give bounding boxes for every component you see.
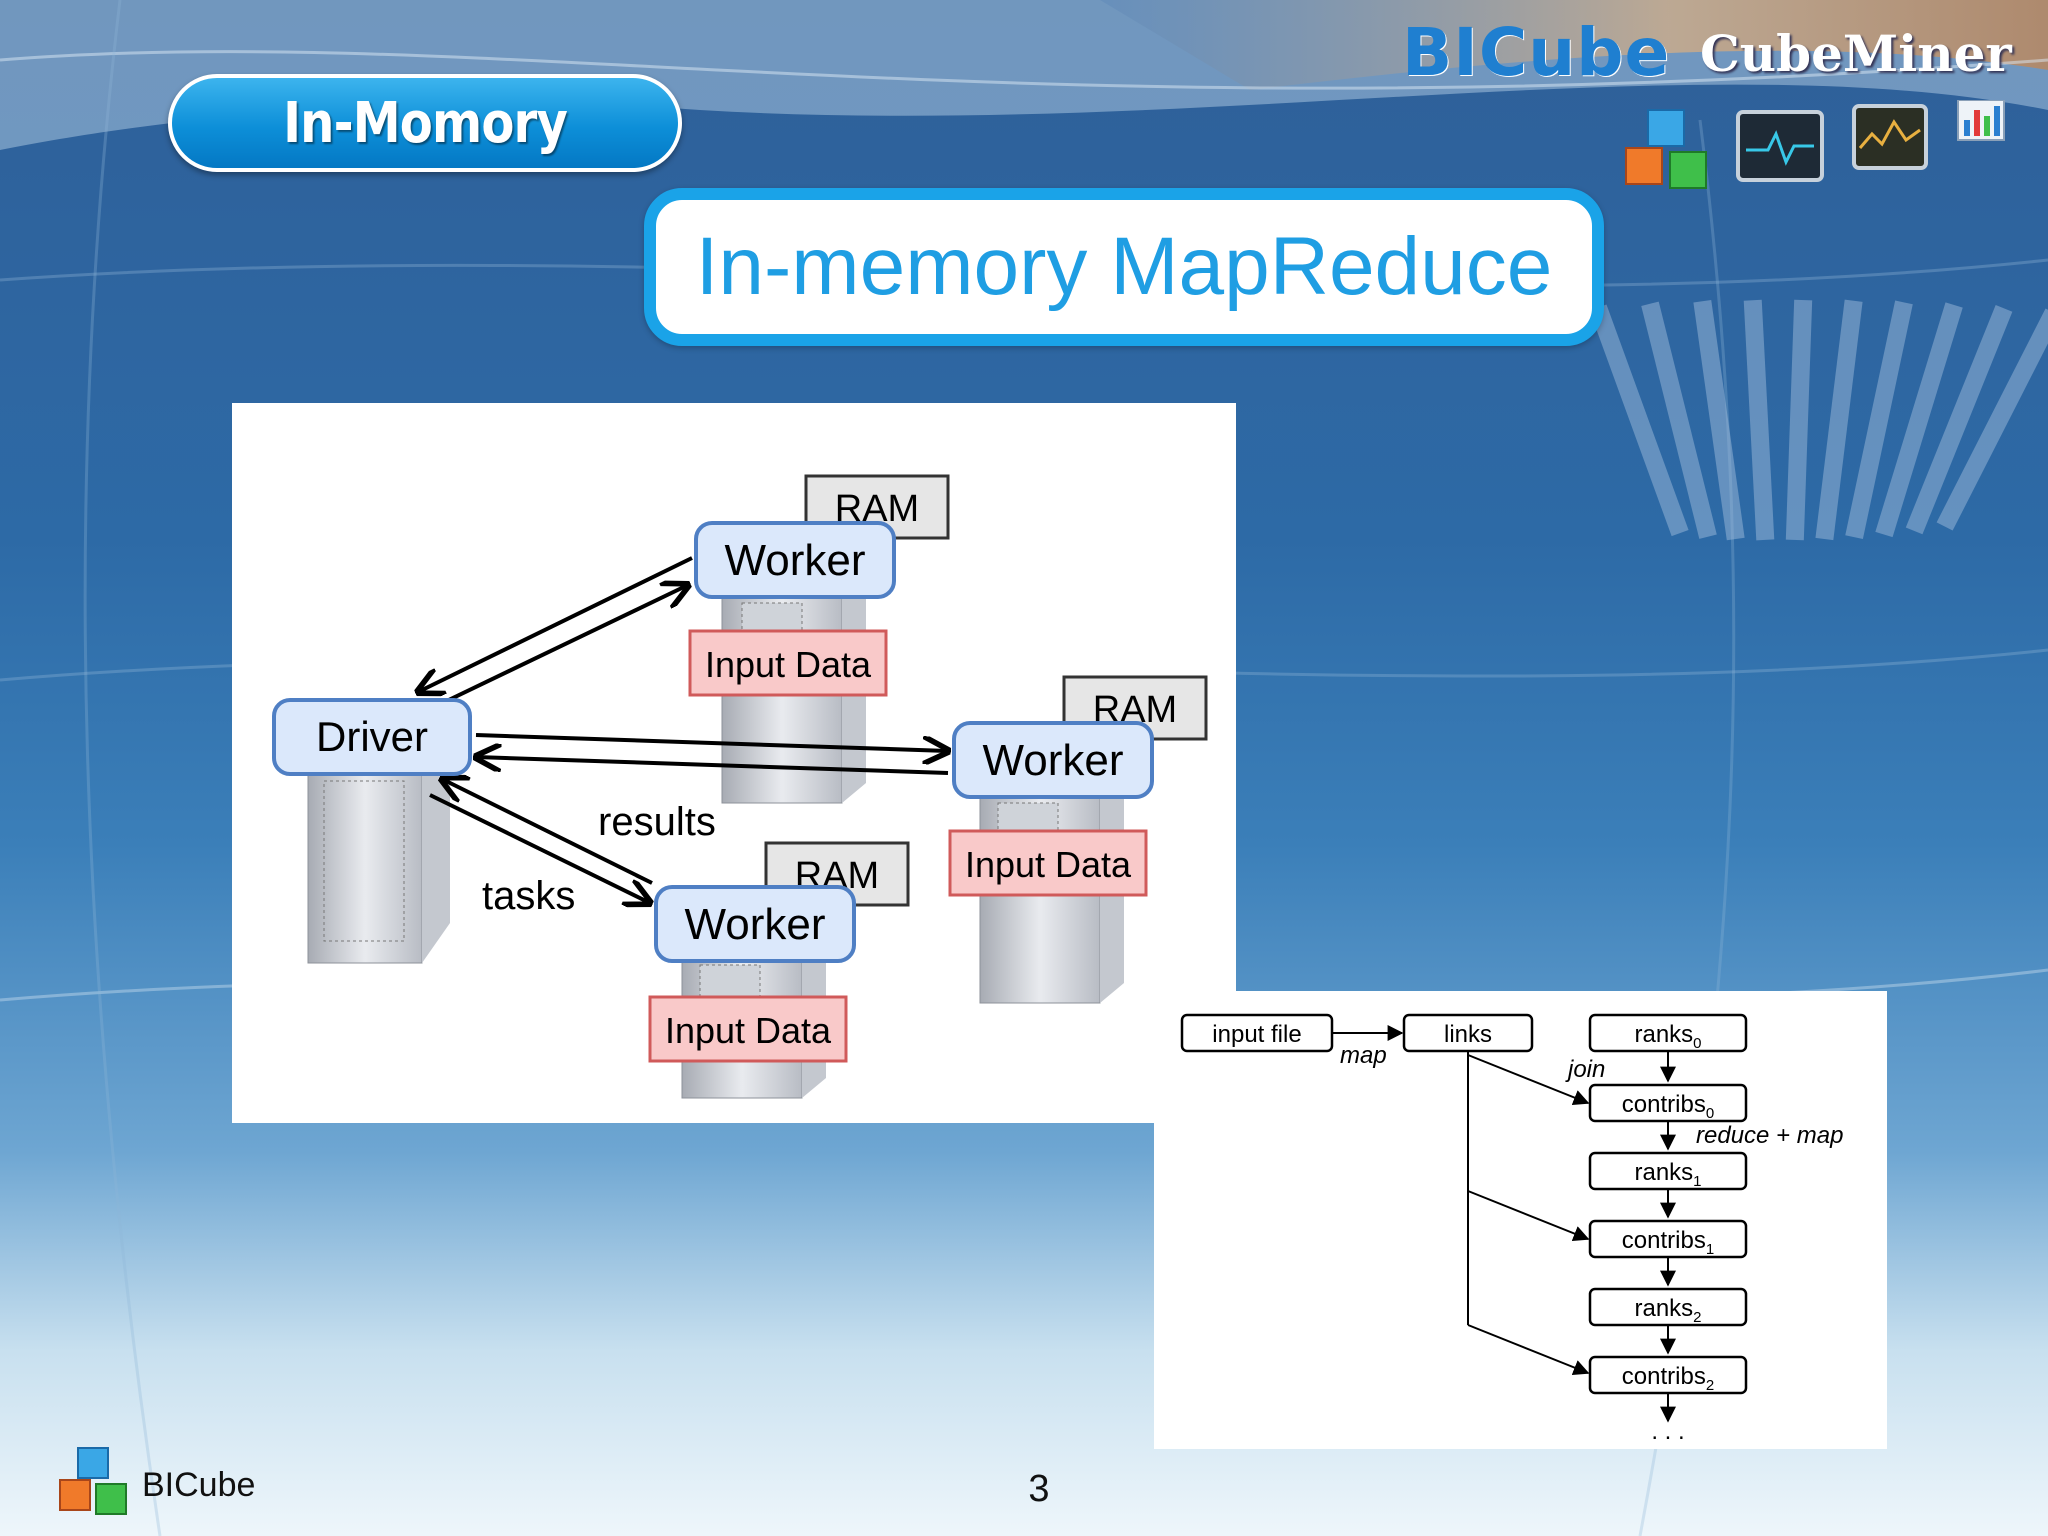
arrow-links-to-contribs1 [1467, 1190, 1590, 1242]
worker-label-3: Worker [685, 900, 826, 949]
ellipsis-label: . . . [1651, 1418, 1684, 1445]
contribs2-sub: 2 [1706, 1377, 1714, 1394]
input-file-node: input file [1180, 1013, 1334, 1053]
contribs1-sub: 1 [1706, 1241, 1714, 1258]
ranks0-sub: 0 [1693, 1035, 1701, 1052]
input-file-label: input file [1212, 1021, 1301, 1048]
slide-title: In-memory MapReduce [695, 221, 1553, 312]
arrow-driver-to-worker3 [429, 793, 650, 903]
svg-text:contribs2: contribs2 [1622, 1363, 1714, 1394]
header-icons [1625, 100, 2005, 189]
arrow-worker1-to-driver [418, 556, 693, 692]
ranks1-sub: 1 [1693, 1173, 1701, 1190]
worker-node-1: Worker [694, 521, 896, 599]
cube-logo-icon [1625, 109, 1707, 189]
arrow-links-to-contribs2 [1467, 1324, 1590, 1376]
brand-secondary-text: CubeMiner [1700, 24, 2012, 83]
page-number: 3 [1028, 1468, 1050, 1510]
arrow-worker3-to-driver [442, 779, 653, 885]
worker-label-1: Worker [725, 536, 866, 585]
section-pill-label: In-Momory [283, 90, 568, 156]
section-pill: In-Momory [168, 74, 682, 172]
worker-label-2: Worker [983, 736, 1124, 785]
input-data-label-2: Input Data [965, 844, 1132, 885]
svg-text:ranks2: ranks2 [1634, 1295, 1701, 1326]
worker-node-3: Worker [654, 885, 856, 963]
slide-title-box: In-memory MapReduce [644, 188, 1604, 346]
ranks1-label: ranks [1634, 1159, 1693, 1186]
footer-brand: BICube [142, 1466, 256, 1504]
input-data-label-1: Input Data [705, 644, 872, 685]
contribs0-sub: 0 [1706, 1105, 1714, 1122]
cluster-diagram-panel: Driver RAM Worker Input Data RAM Worker … [232, 403, 1236, 1123]
links-label: links [1444, 1021, 1492, 1048]
pagerank-flow-diagram: input file map links join reduce + map r… [1180, 1013, 1843, 1445]
arrow-links-to-contribs0 [1467, 1054, 1590, 1106]
ranks2-label: ranks [1634, 1295, 1693, 1322]
input-data-box-1: Input Data [688, 629, 888, 697]
arrow-driver-to-worker2 [475, 733, 948, 751]
brand-logo-text: BICube [1402, 14, 1671, 91]
ranks2-node: ranks2 [1588, 1287, 1748, 1327]
contribs0-label: contribs [1622, 1091, 1706, 1118]
ranks2-sub: 2 [1693, 1309, 1701, 1326]
worker-node-2: Worker [952, 721, 1154, 799]
join-label: join [1565, 1056, 1605, 1083]
cluster-diagram: Driver RAM Worker Input Data RAM Worker … [272, 474, 1208, 1099]
svg-text:ranks1: ranks1 [1634, 1159, 1701, 1190]
input-data-box-3: Input Data [648, 995, 848, 1063]
contribs0-node: contribs0 [1588, 1083, 1748, 1123]
svg-text:ranks0: ranks0 [1634, 1021, 1701, 1052]
input-data-box-2: Input Data [948, 829, 1148, 897]
monitor-pulse-icon [1736, 110, 1824, 182]
svg-text:contribs0: contribs0 [1622, 1091, 1714, 1122]
reduce-map-label: reduce + map [1696, 1122, 1843, 1149]
ranks0-label: ranks [1634, 1021, 1693, 1048]
bar-chart-icon [1957, 100, 2005, 141]
contribs2-label: contribs [1622, 1363, 1706, 1390]
contribs2-node: contribs2 [1588, 1355, 1748, 1395]
footer-cube-icon [59, 1447, 127, 1515]
pagerank-flow-panel: input file map links join reduce + map r… [1154, 991, 1887, 1449]
svg-text:contribs1: contribs1 [1622, 1227, 1714, 1258]
monitor-chart-icon [1852, 104, 1928, 170]
driver-label: Driver [316, 713, 428, 760]
ranks1-node: ranks1 [1588, 1151, 1748, 1191]
input-data-label-3: Input Data [665, 1010, 832, 1051]
driver-node: Driver [272, 698, 472, 776]
tasks-label: tasks [482, 874, 575, 918]
ranks0-node: ranks0 [1588, 1013, 1748, 1053]
arrow-worker2-to-driver [476, 757, 949, 775]
map-label: map [1340, 1042, 1387, 1069]
results-label: results [598, 800, 716, 844]
arrow-driver-to-worker1 [429, 585, 688, 711]
links-node: links [1402, 1013, 1534, 1053]
contribs1-node: contribs1 [1588, 1219, 1748, 1259]
contribs1-label: contribs [1622, 1227, 1706, 1254]
